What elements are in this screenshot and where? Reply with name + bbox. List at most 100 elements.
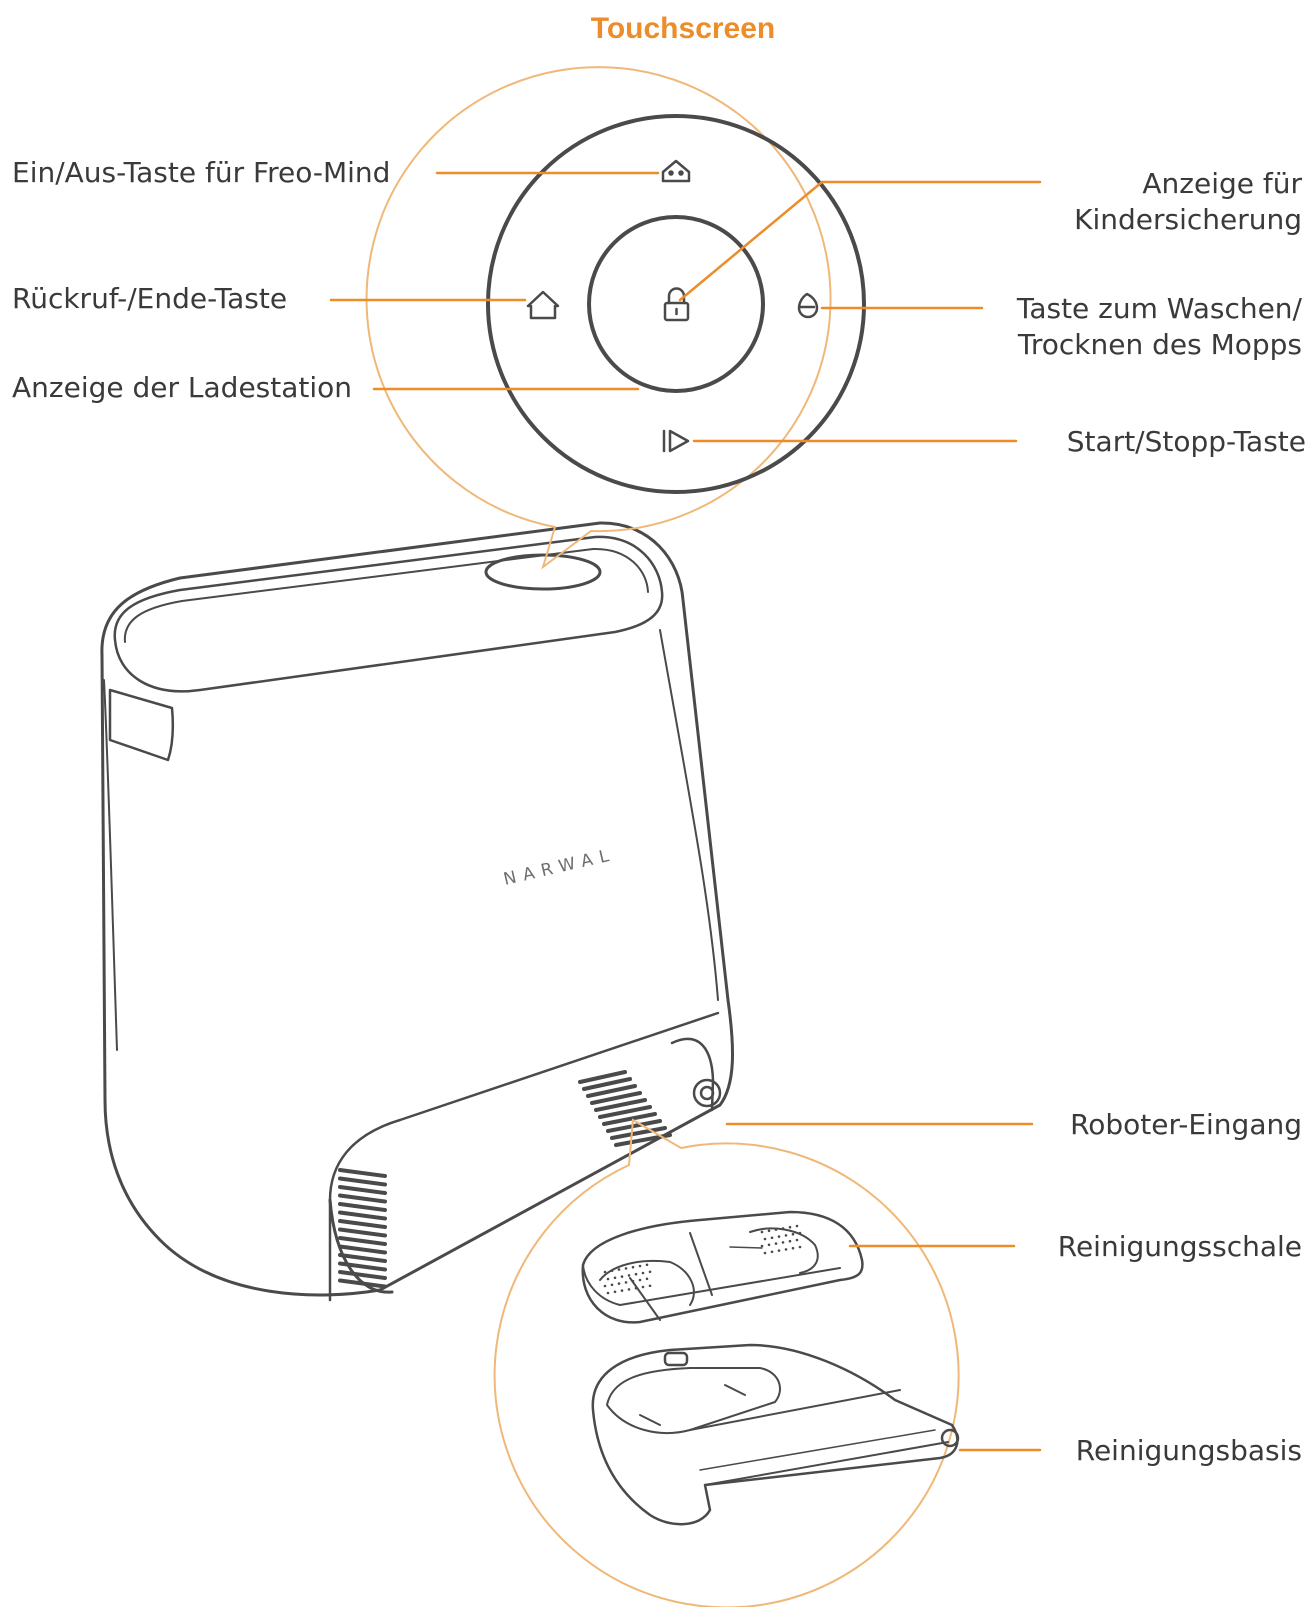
tray-texture-dot [641, 1271, 645, 1275]
vent-slat [338, 1202, 387, 1212]
vent-slat [338, 1210, 387, 1221]
home-icon[interactable] [526, 290, 560, 320]
droplet-icon[interactable] [797, 292, 819, 319]
lock-icon [663, 287, 690, 322]
tray-texture-dot [774, 1228, 778, 1231]
tray-texture-dot [781, 1227, 785, 1230]
label-dock-indicator: Anzeige der Ladestation [12, 371, 352, 404]
tray-texture-dot [631, 1279, 635, 1283]
tray-texture-dot [620, 1289, 624, 1292]
vent-slat [586, 1084, 637, 1098]
tray-texture-dot [620, 1275, 624, 1278]
cleaning-tray [581, 1210, 864, 1324]
tray-texture-dot [638, 1278, 642, 1282]
label-cleaning-tray: Reinigungsschale [1058, 1230, 1302, 1263]
vent-slat [338, 1176, 387, 1187]
play-icon[interactable] [662, 429, 690, 453]
tray-texture-dot [617, 1268, 621, 1271]
vent-slat [338, 1261, 387, 1272]
tray-texture-dot [784, 1248, 788, 1251]
station-touchscreen [484, 553, 602, 591]
tray-texture-dot [784, 1234, 788, 1237]
tray-texture-dot [770, 1250, 774, 1254]
tray-texture-dot [634, 1286, 638, 1290]
tray-texture-dot [788, 1225, 792, 1229]
tray-texture-dot [777, 1235, 781, 1238]
tray-texture-dot [606, 1277, 610, 1281]
tray-texture-dot [791, 1232, 795, 1236]
vent-slat [582, 1077, 632, 1091]
tray-texture-dot [767, 1243, 771, 1247]
diagram-title: Touchscreen [591, 12, 776, 45]
tray-texture-dot [645, 1277, 649, 1281]
tray-texture-dot [648, 1284, 652, 1288]
tray-texture-dot [624, 1267, 628, 1270]
cleaning-base [591, 1343, 960, 1526]
touchscreen-inner-ring [587, 215, 765, 393]
tray-texture-dot [648, 1270, 652, 1274]
label-wash-dry-line2: Trocknen des Mopps [1017, 328, 1302, 361]
label-recall-end-button: Rückruf-/Ende-Taste [12, 282, 287, 315]
tray-texture-dot [788, 1239, 792, 1243]
vent-slat [338, 1185, 387, 1195]
tray-texture-dot [763, 1251, 767, 1255]
tray-texture-dot [631, 1265, 635, 1269]
label-power-button: Ein/Aus-Taste für Freo-Mind [12, 156, 390, 189]
tray-texture-dot [645, 1263, 649, 1267]
base-zoom-callout [493, 1118, 960, 1607]
robot-entrance-sensor-icon [692, 1078, 722, 1108]
vent-slat [338, 1236, 387, 1246]
vent-slat [338, 1193, 387, 1204]
label-cleaning-base: Reinigungsbasis [1076, 1434, 1302, 1467]
label-start-stop-button: Start/Stopp-Taste [1067, 425, 1306, 458]
brand-logo-text: NARWAL [502, 845, 618, 890]
cleaning-tray-texture [603, 1224, 802, 1295]
touchscreen-outer-ring [486, 114, 866, 494]
tray-texture-dot [795, 1224, 799, 1228]
tray-texture-dot [613, 1276, 617, 1280]
tray-texture-dot [638, 1264, 642, 1268]
vent-slat [338, 1270, 387, 1280]
side-vent-grille [338, 1168, 387, 1289]
tray-texture-dot [613, 1290, 617, 1294]
vent-slat [338, 1253, 387, 1263]
label-robot-entrance: Roboter-Eingang [1070, 1108, 1302, 1141]
vent-slat [610, 1126, 667, 1140]
vent-slat [338, 1227, 387, 1238]
tray-texture-dot [617, 1282, 621, 1285]
label-child-lock-line2: Kindersicherung [1074, 203, 1302, 236]
vent-slat [606, 1119, 662, 1133]
tray-texture-dot [641, 1285, 645, 1289]
tray-texture-dot [798, 1231, 802, 1235]
freo-mind-power-icon[interactable] [661, 159, 691, 183]
tray-texture-dot [774, 1242, 778, 1245]
vent-slat [338, 1168, 387, 1178]
vent-slat [578, 1070, 627, 1084]
vent-slat [338, 1244, 387, 1255]
leader-child-lock [678, 180, 1042, 302]
vent-slat [602, 1112, 657, 1126]
tray-texture-dot [603, 1284, 607, 1288]
tray-texture-dot [798, 1245, 802, 1249]
tray-texture-dot [777, 1249, 781, 1252]
tray-texture-dot [610, 1283, 614, 1287]
vent-slat [590, 1091, 642, 1105]
tray-texture-dot [634, 1272, 638, 1276]
tray-texture-dot [770, 1236, 774, 1240]
tray-texture-dot [627, 1274, 631, 1277]
tray-texture-dot [624, 1281, 628, 1284]
tray-texture-dot [763, 1237, 767, 1241]
vent-slat [338, 1278, 387, 1289]
label-wash-dry-line1: Taste zum Waschen/ [1016, 292, 1303, 325]
tray-texture-dot [767, 1229, 771, 1233]
tray-texture-dot [781, 1241, 785, 1244]
tray-texture-dot [760, 1244, 764, 1248]
label-child-lock-line1: Anzeige für [1142, 167, 1302, 200]
tray-texture-dot [610, 1269, 614, 1273]
tray-texture-dot [791, 1246, 795, 1250]
tray-texture-dot [760, 1230, 764, 1234]
vent-slat [594, 1098, 647, 1112]
tray-texture-dot [606, 1291, 610, 1295]
tray-texture-dot [603, 1270, 607, 1274]
